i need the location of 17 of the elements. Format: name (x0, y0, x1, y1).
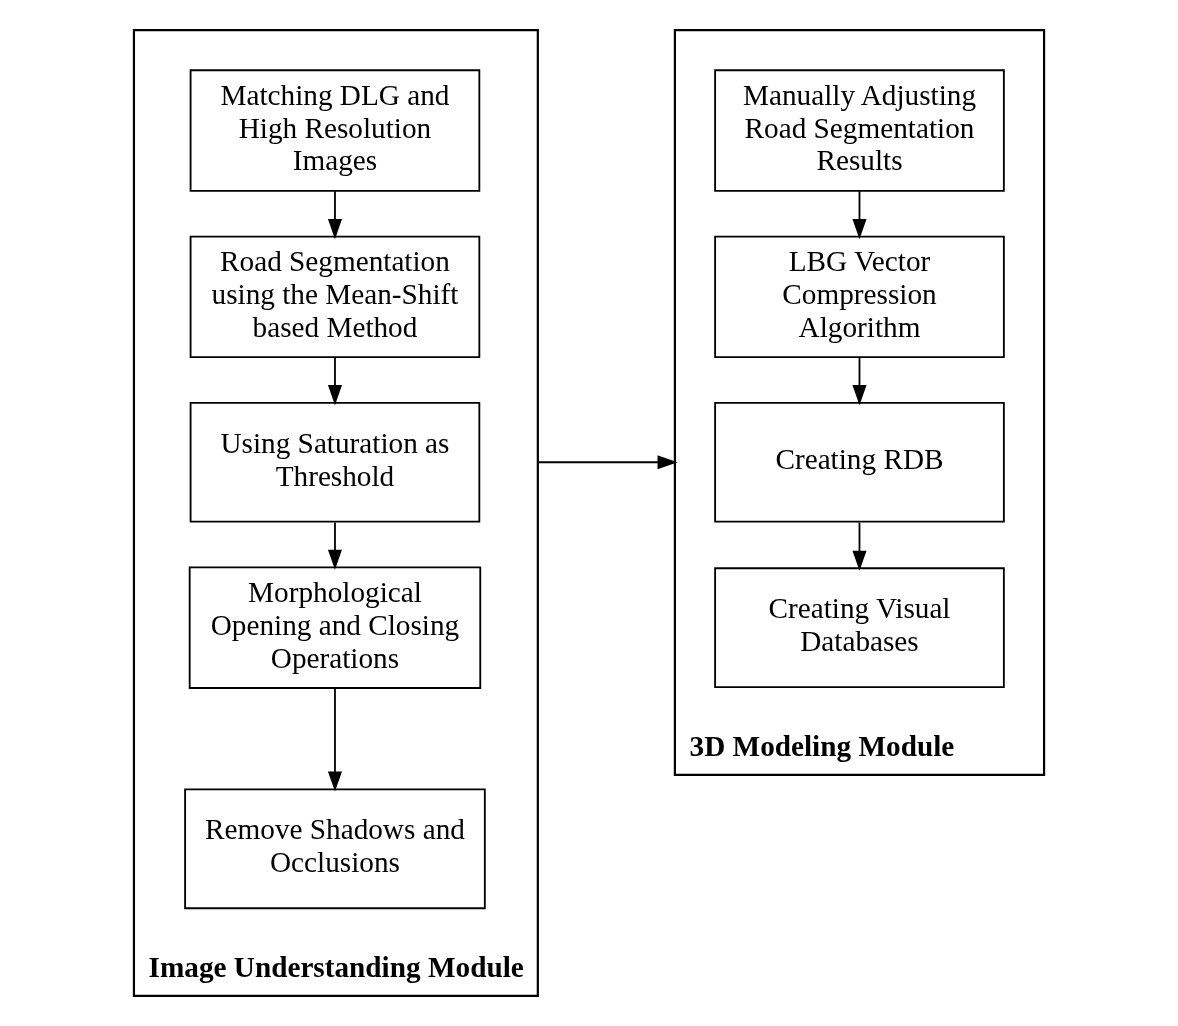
node-box: Manually Adjusting Road Segmentation Results (714, 69, 1005, 192)
arrow (852, 521, 867, 571)
arrow (327, 687, 342, 792)
arrow (327, 521, 342, 570)
arrow (852, 190, 867, 240)
node-box: Using Saturation as Threshold (189, 401, 481, 523)
node-box: Morphological Opening and Closing Operations (188, 566, 482, 689)
arrow (327, 356, 342, 406)
arrow (536, 455, 678, 470)
node-box: LBG Vector Compression Algorithm (714, 235, 1005, 359)
node-box: Creating RDB (714, 401, 1005, 523)
arrow (327, 190, 342, 240)
node-box: Remove Shadows and Occlusions (184, 788, 486, 910)
node-box: Road Segmentation using the Mean-Shift based Method (189, 235, 481, 359)
arrow (852, 356, 867, 406)
node-box: Creating Visual Databases (714, 567, 1005, 688)
node-box: Matching DLG and High Resolution Images (189, 69, 481, 192)
